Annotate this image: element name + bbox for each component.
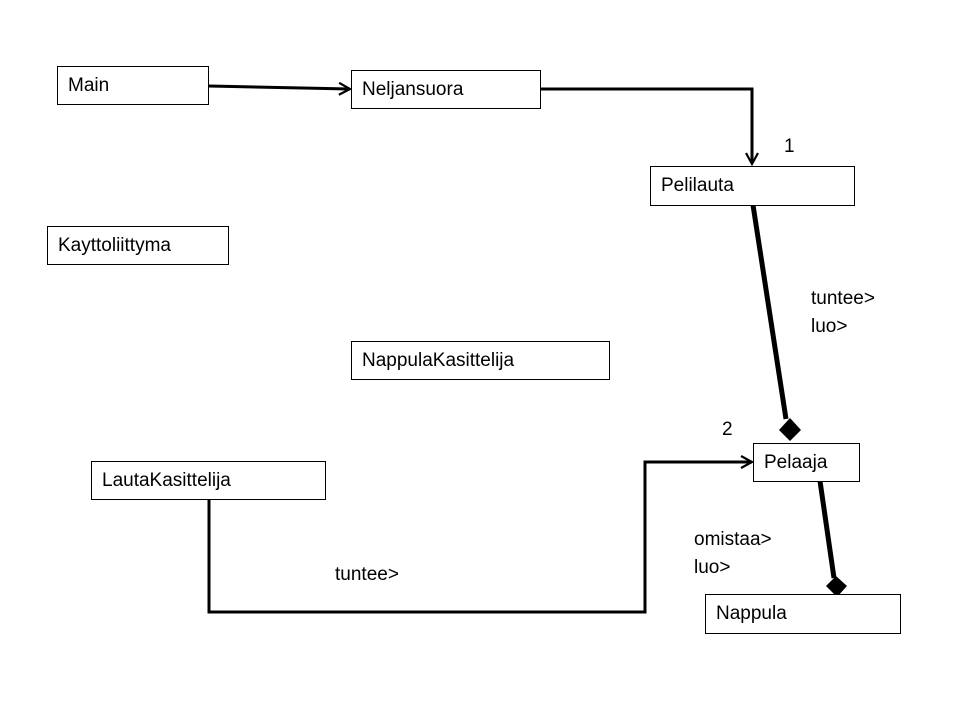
association-label-lautakasittelija-pelaaja: tuntee> — [335, 564, 399, 585]
class-box-nappulakasittelija[interactable]: NappulaKasittelija — [351, 341, 610, 380]
main-to-neljansuora-arrow — [208, 86, 350, 89]
class-box-kayttoliittyma[interactable]: Kayttoliittyma — [47, 226, 229, 265]
class-box-nappula[interactable]: Nappula — [705, 594, 901, 634]
class-box-pelaaja[interactable]: Pelaaja — [753, 443, 860, 482]
lautakasittelija-to-pelaaja-arrow — [207, 462, 752, 614]
class-name-neljansuora: Neljansuora — [362, 78, 464, 100]
association-label-pelaaja-nappula-2: luo> — [694, 557, 731, 578]
class-name-main: Main — [68, 74, 110, 96]
association-label-pelilauta-pelaaja-2: luo> — [811, 316, 848, 337]
class-name-nappula: Nappula — [716, 603, 787, 624]
class-name-pelaaja: Pelaaja — [764, 451, 828, 473]
class-name-lautakasittelija: LautaKasittelija — [102, 469, 231, 491]
neljansuora-to-pelilauta-arrow — [541, 87, 752, 164]
multiplicity-pelaaja: 2 — [722, 419, 733, 440]
class-box-neljansuora[interactable]: Neljansuora — [351, 70, 541, 109]
multiplicity-pelilauta: 1 — [784, 136, 795, 157]
class-name-nappulakasittelija: NappulaKasittelija — [362, 349, 515, 371]
pelilauta-pelaaja-composition-line — [750, 204, 789, 420]
class-box-lautakasittelija[interactable]: LautaKasittelija — [91, 461, 326, 500]
pelaaja-nappula-composition-diamond — [826, 576, 847, 597]
class-name-kayttoliittyma: Kayttoliittyma — [58, 234, 171, 256]
association-label-pelilauta-pelaaja-1: tuntee> — [811, 288, 875, 309]
class-name-pelilauta: Pelilauta — [661, 175, 734, 196]
pelilauta-pelaaja-composition-diamond — [779, 418, 801, 441]
class-box-main[interactable]: Main — [57, 66, 209, 105]
pelaaja-nappula-composition-line — [817, 480, 837, 579]
class-box-pelilauta[interactable]: Pelilauta — [650, 166, 855, 206]
association-label-pelaaja-nappula-1: omistaa> — [694, 529, 772, 550]
